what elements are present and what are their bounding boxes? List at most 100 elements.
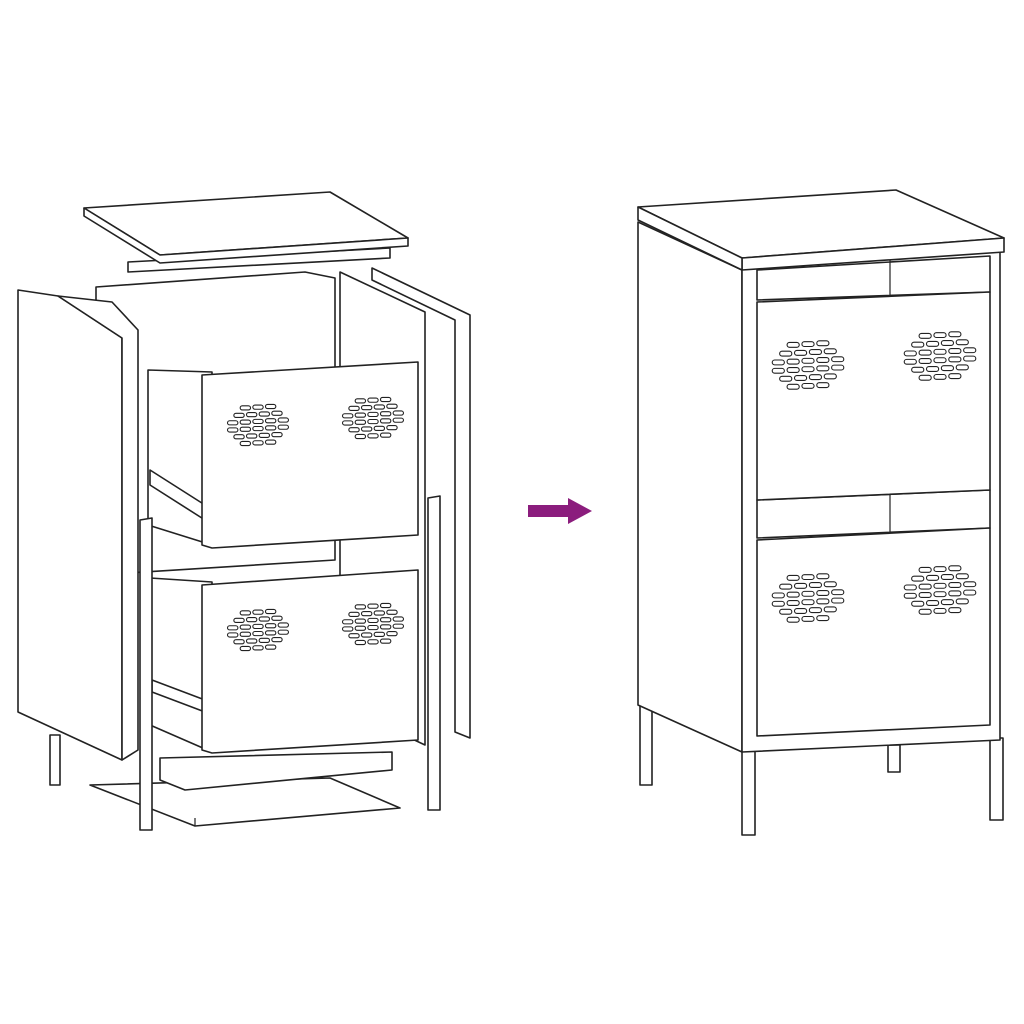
vent-slot <box>239 610 252 616</box>
vent-slot <box>918 358 932 364</box>
vent-slot <box>264 403 277 410</box>
vent-slot <box>379 624 392 630</box>
vent-slot <box>823 348 837 355</box>
vent-slot <box>816 573 830 580</box>
vent-slot <box>354 398 367 404</box>
vent-patterns-assembled <box>771 331 977 623</box>
vent-slot <box>816 615 830 622</box>
vent-slot <box>831 356 845 363</box>
vent-slot <box>955 598 969 605</box>
vent-slot <box>379 638 392 644</box>
vent-slot <box>831 589 845 596</box>
drawer-front-upper <box>201 361 419 549</box>
vent-slot <box>816 382 830 389</box>
vent-slot <box>379 411 392 417</box>
vent-slot <box>786 616 800 623</box>
vent-slot <box>793 607 808 614</box>
vent-slot <box>823 581 837 588</box>
vent-slot <box>233 412 245 418</box>
vent-slot <box>918 374 932 381</box>
drawer-front-lower <box>201 569 419 754</box>
vent-slot <box>379 418 392 424</box>
vent-slot <box>226 420 239 426</box>
vent-slot <box>808 607 823 614</box>
vent-slot <box>245 412 258 418</box>
vent-slot <box>948 565 962 572</box>
front-leg-right <box>989 737 1004 821</box>
vent-slot <box>271 615 283 621</box>
vent-slot <box>779 375 793 382</box>
vent-slot <box>801 357 815 364</box>
vent-slot <box>771 600 785 607</box>
vent-slot <box>348 405 360 411</box>
vent-slot <box>933 566 947 573</box>
vent-slot <box>771 359 785 366</box>
vent-slot <box>948 582 962 588</box>
side-panel <box>637 221 743 753</box>
vent-slot <box>252 630 264 637</box>
vent-slot <box>903 592 917 599</box>
vent-slot <box>379 432 392 438</box>
vent-slot <box>252 404 264 410</box>
vent-slot <box>271 410 283 416</box>
vent-slot <box>379 617 392 623</box>
vent-slot <box>801 590 815 597</box>
vent-slot <box>245 617 258 623</box>
vent-slot <box>367 418 379 425</box>
vent-slot <box>911 341 925 348</box>
vent-slot <box>801 599 815 606</box>
vent-slot <box>367 411 379 418</box>
vent-slot <box>239 631 252 637</box>
vent-slot <box>386 425 398 431</box>
vent-slot <box>379 602 392 609</box>
vent-slot <box>963 581 977 588</box>
vent-slot <box>786 600 800 606</box>
vent-slot <box>940 365 955 372</box>
vent-slot <box>354 639 367 646</box>
vent-slot <box>786 367 800 373</box>
vent-slot <box>918 332 932 339</box>
vent-slot <box>252 645 264 651</box>
vent-slot <box>360 632 373 638</box>
vent-slot <box>354 625 367 631</box>
vent-slot <box>264 623 277 629</box>
right-side-panel-frame <box>371 267 471 739</box>
vent-slot <box>264 425 277 431</box>
vent-slot <box>816 590 830 596</box>
vent-slot <box>823 373 837 380</box>
vent-slot <box>233 434 245 440</box>
vent-slot <box>341 619 354 625</box>
vent-slot <box>258 432 271 438</box>
vent-slot <box>239 645 252 652</box>
vent-slot <box>779 350 793 357</box>
vent-slot <box>277 622 290 628</box>
vent-slot <box>786 358 800 365</box>
drawer-front-lower-assembled <box>756 527 991 737</box>
vent-slot <box>779 608 793 615</box>
vent-slot <box>252 623 264 630</box>
vent-slot <box>903 350 917 357</box>
vent-slot <box>940 599 955 606</box>
vent-slot <box>779 583 793 590</box>
vent-slot <box>903 358 917 365</box>
vent-slot <box>801 574 815 581</box>
vent-slot <box>379 396 392 403</box>
vent-slot <box>348 633 360 639</box>
vent-slot <box>948 356 962 363</box>
vent-slot <box>341 413 354 419</box>
vent-slot <box>348 427 360 433</box>
vent-slot <box>918 583 932 590</box>
vent-slot <box>925 574 940 581</box>
vent-slot <box>239 405 252 411</box>
back-leg-right <box>887 744 901 773</box>
vent-slot <box>367 624 379 631</box>
vent-slot <box>918 566 932 573</box>
vent-slot <box>277 417 290 423</box>
vent-slot <box>911 575 925 582</box>
vent-slot <box>948 607 962 614</box>
vent-slot <box>823 606 837 613</box>
vent-slot <box>367 617 379 624</box>
base-plate <box>89 777 401 827</box>
vent-slot <box>360 611 373 617</box>
vent-slot <box>955 573 969 580</box>
